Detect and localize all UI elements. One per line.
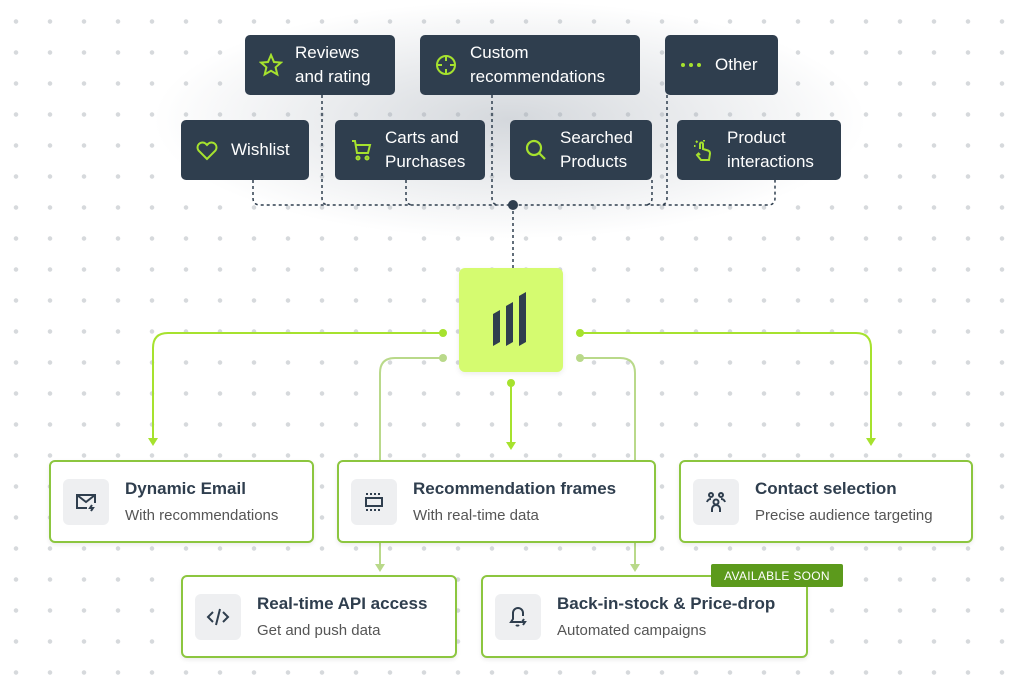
source-reviews-and-rating[interactable]: Reviews and rating xyxy=(245,35,395,95)
search-icon xyxy=(525,139,546,160)
available-soon-badge: AVAILABLE SOON xyxy=(711,564,843,587)
source-wishlist[interactable]: Wishlist xyxy=(181,120,309,180)
source-other[interactable]: Other xyxy=(665,35,778,95)
star-icon xyxy=(259,53,283,77)
source-product-interactions[interactable]: Product interactions xyxy=(677,120,841,180)
source-searched-products[interactable]: Searched Products xyxy=(510,120,652,180)
more-dots-icon xyxy=(681,63,701,67)
audience-icon xyxy=(706,491,726,512)
bar-logo-icon xyxy=(493,292,526,346)
crosshair-icon xyxy=(436,55,456,75)
heart-icon xyxy=(196,141,218,161)
frame-icon xyxy=(365,492,383,511)
tap-hand-icon xyxy=(694,140,712,161)
source-carts-and-purchases[interactable]: Carts and Purchases xyxy=(335,120,485,180)
code-icon xyxy=(206,608,230,625)
source-custom-recommendations[interactable]: Custom recommendations xyxy=(420,35,640,95)
email-icon xyxy=(76,493,96,512)
bell-icon xyxy=(509,606,527,627)
hub-logo xyxy=(459,268,563,372)
cart-icon xyxy=(352,140,372,161)
